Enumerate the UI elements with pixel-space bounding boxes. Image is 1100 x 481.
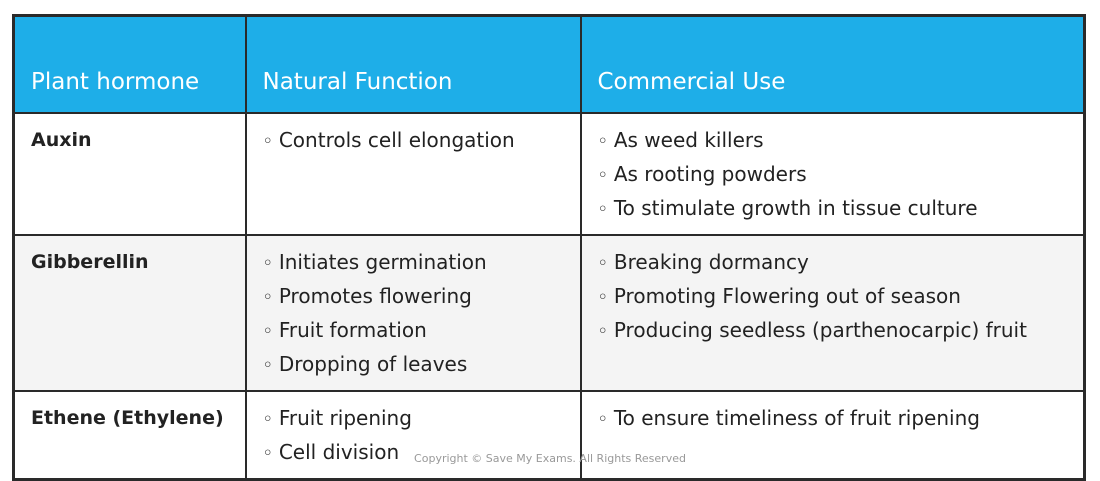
- header-natural-function: Natural Function: [244, 14, 582, 114]
- list-item: Fruit formation: [263, 314, 564, 348]
- list-item: Controls cell elongation: [263, 124, 564, 158]
- list-item: Initiates germination: [263, 246, 564, 280]
- list-item: Promoting Flowering out of season: [598, 280, 1068, 314]
- list-item: Breaking dormancy: [598, 246, 1068, 280]
- header-commercial-use: Commercial Use: [579, 14, 1086, 114]
- hormone-name: Gibberellin: [12, 234, 247, 392]
- functions-cell: Controls cell elongation: [244, 112, 582, 236]
- list-item: Fruit ripening: [263, 402, 564, 436]
- functions-cell: Initiates germination Promotes flowering…: [244, 234, 582, 392]
- header-plant-hormone: Plant hormone: [12, 14, 247, 114]
- uses-cell: To ensure timeliness of fruit ripening: [579, 390, 1086, 481]
- functions-cell: Fruit ripening Cell division: [244, 390, 582, 481]
- table-row: Gibberellin Initiates germination Promot…: [12, 234, 1086, 392]
- copyright-notice: Copyright © Save My Exams. All Rights Re…: [414, 452, 686, 465]
- list-item: To stimulate growth in tissue culture: [598, 192, 1068, 226]
- list-item: As rooting powders: [598, 158, 1068, 192]
- list-item: Producing seedless (parthenocarpic) frui…: [598, 314, 1068, 348]
- uses-cell: Breaking dormancy Promoting Flowering ou…: [579, 234, 1086, 392]
- list-item: Promotes flowering: [263, 280, 564, 314]
- hormone-name: Auxin: [12, 112, 247, 236]
- plant-hormones-table: Plant hormone Natural Function Commercia…: [12, 14, 1086, 481]
- uses-cell: As weed killers As rooting powders To st…: [579, 112, 1086, 236]
- table-row: Ethene (Ethylene) Fruit ripening Cell di…: [12, 390, 1086, 481]
- list-item: To ensure timeliness of fruit ripening: [598, 402, 1068, 436]
- table-row: Auxin Controls cell elongation As weed k…: [12, 112, 1086, 236]
- hormone-name: Ethene (Ethylene): [12, 390, 247, 481]
- list-item: Cell division: [263, 436, 564, 470]
- list-item: As weed killers: [598, 124, 1068, 158]
- list-item: Dropping of leaves: [263, 348, 564, 382]
- header-row: Plant hormone Natural Function Commercia…: [12, 14, 1086, 114]
